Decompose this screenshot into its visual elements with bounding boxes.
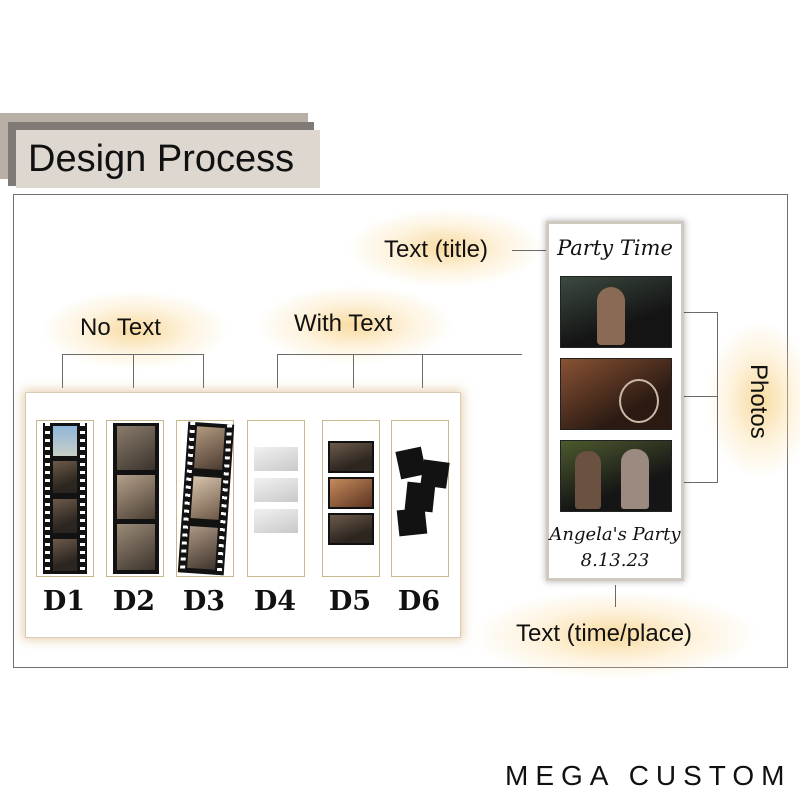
photo — [254, 447, 298, 471]
photo — [53, 539, 77, 571]
bracket-drop-d3 — [203, 354, 204, 388]
design-label-d6: D6 — [397, 586, 441, 617]
design-label-d1: D1 — [42, 586, 86, 617]
person-figure — [575, 451, 601, 509]
sample-photo-strip: Party Time Angela's Party 8.13.23 — [546, 221, 684, 581]
with-text-bracket — [277, 354, 522, 355]
no-text-glow — [40, 290, 230, 370]
design-label-d5: D5 — [328, 586, 372, 617]
text-time-place-label: Text (time/place) — [516, 620, 693, 647]
photo — [328, 477, 374, 509]
glass-figure — [619, 379, 659, 423]
photo — [254, 509, 298, 533]
strip-event-name: Angela's Party — [549, 524, 681, 545]
photo — [117, 475, 155, 519]
text-title-connector — [512, 250, 546, 251]
person-figure — [621, 449, 649, 509]
photo — [53, 461, 77, 493]
photo — [53, 499, 77, 533]
design-d2-thumbnail[interactable] — [106, 420, 164, 577]
photos-glow — [705, 320, 800, 480]
with-text-label: With Text — [294, 310, 393, 337]
bracket-drop-d2 — [133, 354, 134, 388]
design-d5-thumbnail[interactable] — [322, 420, 380, 577]
design-label-d3: D3 — [182, 586, 226, 617]
no-text-label: No Text — [80, 314, 161, 341]
design-d6-thumbnail[interactable] — [391, 420, 450, 577]
design-d3-thumbnail[interactable] — [176, 420, 235, 577]
film-frame — [396, 507, 428, 537]
design-options-board — [25, 392, 461, 638]
strip-title: Party Time — [557, 236, 673, 260]
photos-bracket-vertical — [717, 312, 718, 483]
photo — [190, 476, 222, 520]
photo — [328, 441, 374, 473]
text-title-glow — [345, 208, 545, 288]
photo — [194, 426, 225, 471]
film-strip — [177, 421, 235, 576]
with-text-glow — [255, 285, 455, 365]
bracket-drop-d1 — [62, 354, 63, 388]
brand-wordmark: MEGA CUSTOM — [505, 760, 792, 791]
film-strip — [43, 423, 87, 574]
strip-photo-1 — [560, 276, 672, 348]
strip-photo-2 — [560, 358, 672, 430]
photo — [53, 426, 77, 456]
photo — [254, 478, 298, 502]
person-figure — [597, 287, 625, 345]
photo — [117, 426, 155, 470]
photo — [328, 513, 374, 545]
photo — [117, 524, 155, 570]
text-title-label: Text (title) — [384, 236, 489, 263]
film-perforations — [45, 423, 50, 574]
bracket-drop-d5 — [353, 354, 354, 388]
film-strip — [113, 423, 159, 574]
bracket-drop-d6 — [422, 354, 423, 388]
strip-date: 8.13.23 — [580, 550, 650, 571]
strip-photo-3 — [560, 440, 672, 512]
bracket-drop-d4 — [277, 354, 278, 388]
photos-label: Photos — [745, 364, 772, 439]
design-d4-thumbnail[interactable] — [247, 420, 305, 577]
text-time-place-connector — [615, 585, 616, 607]
film-perforations — [80, 423, 85, 574]
photos-bracket-middle — [684, 396, 718, 397]
photos-bracket-bottom — [684, 482, 718, 483]
photos-bracket-top — [684, 312, 718, 313]
design-label-d2: D2 — [112, 586, 156, 617]
photo — [187, 525, 218, 570]
design-d1-thumbnail[interactable] — [36, 420, 94, 577]
page-title: Design Process — [16, 130, 320, 188]
design-label-d4: D4 — [253, 586, 297, 617]
